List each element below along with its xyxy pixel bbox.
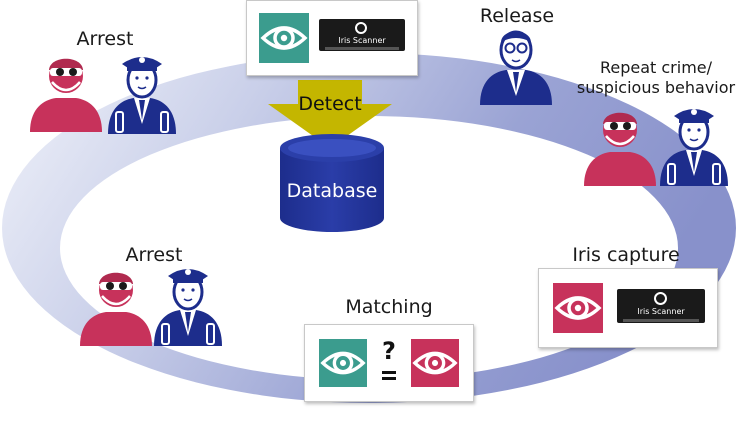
iris-scanner-device: Iris Scanner: [617, 289, 705, 323]
match-equals-bar-1: [382, 371, 396, 374]
database-label: Database: [286, 180, 378, 202]
scanner-lens: [355, 22, 367, 34]
arrest-top-criminal: [28, 57, 104, 134]
arrest-mid-label: Arrest: [125, 244, 183, 266]
matching-label: Matching: [345, 296, 433, 318]
enrolled-iris-panel: Iris Scanner: [246, 0, 418, 76]
scanner-base: [325, 47, 399, 50]
match-question-mark: ?: [382, 337, 396, 365]
scanner-label: Iris Scanner: [637, 307, 685, 316]
scanner-base: [623, 319, 699, 322]
eye-icon: [261, 26, 307, 50]
eye-icon: [413, 351, 457, 375]
database-cylinder: [280, 134, 384, 232]
detect-arrow: [268, 80, 392, 148]
enrolled-eye-tile: [319, 339, 367, 387]
iris-scanner-device: Iris Scanner: [319, 19, 405, 51]
scanner-lens: [654, 292, 667, 305]
cycle-ring: [2, 53, 736, 403]
captured-eye-tile: [411, 339, 459, 387]
scanner-label: Iris Scanner: [338, 36, 386, 45]
arrest-top-label: Arrest: [76, 28, 134, 50]
repeat-crime-label-line2: suspicious behavior: [576, 78, 736, 97]
repeat-crime-label-line1: Repeat crime/: [599, 58, 713, 77]
arrest-mid-police: [152, 267, 224, 348]
enrolled-eye-tile: [259, 13, 309, 63]
eye-icon: [555, 296, 601, 320]
matching-panel: ?: [304, 324, 474, 402]
captured-eye-tile: [553, 283, 603, 333]
released-person: [480, 30, 552, 105]
detect-label: Detect: [298, 93, 362, 115]
release-label: Release: [479, 5, 555, 27]
eye-icon: [321, 351, 365, 375]
iris-capture-label: Iris capture: [572, 244, 680, 266]
match-equals-bar-2: [382, 377, 396, 380]
iris-capture-panel: Iris Scanner: [538, 268, 718, 348]
